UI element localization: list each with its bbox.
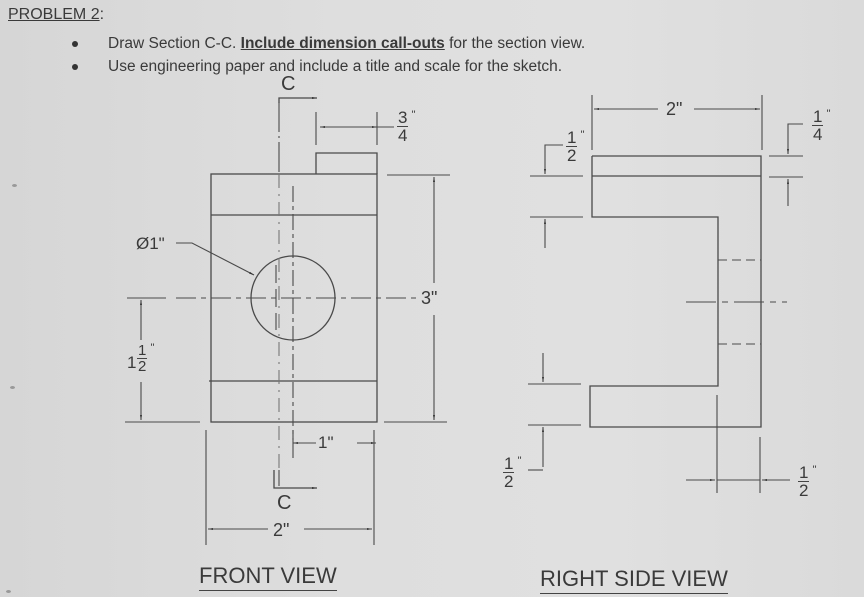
fraction-numerator: 3 <box>397 108 409 127</box>
scan-mark <box>10 386 15 389</box>
dim-hole-height-whole: 1 <box>127 353 137 372</box>
fraction-numerator: 1 <box>137 342 148 359</box>
fraction-denominator: 4 <box>813 125 823 144</box>
dim-tab-height-label: 1 4 " <box>812 107 830 144</box>
instruction-text: for the section view. <box>444 35 586 52</box>
instruction-list: Draw Section C-C. Include dimension call… <box>70 32 585 78</box>
fraction-denominator: 2 <box>138 358 147 375</box>
instruction-item-1: Draw Section C-C. Include dimension call… <box>70 32 585 55</box>
fraction-numerator: 1 <box>503 454 515 473</box>
problem-heading: PROBLEM 2: <box>8 6 104 24</box>
fraction-unit: " <box>812 464 817 476</box>
fraction-denominator: 4 <box>398 126 408 145</box>
front-view-title: FRONT VIEW <box>199 563 337 591</box>
dim-depth <box>591 95 763 150</box>
dim-width <box>205 430 375 545</box>
dim-top-flange <box>530 144 583 248</box>
scan-mark <box>6 590 11 593</box>
dim-top-flange-label: 1 2 " <box>566 128 584 165</box>
section-arrow-bottom <box>273 470 317 489</box>
fraction-unit: " <box>517 455 522 467</box>
problem-colon: : <box>99 6 105 23</box>
fraction-unit: " <box>150 342 155 354</box>
dim-height <box>384 174 450 423</box>
fraction-numerator: 1 <box>798 463 810 482</box>
fraction-numerator: 1 <box>566 128 578 147</box>
instruction-text: Use engineering paper and include a titl… <box>108 58 563 75</box>
fraction-denominator: 2 <box>567 146 577 165</box>
dim-hole-height <box>125 300 200 423</box>
side-view-hidden-lines <box>686 259 787 345</box>
section-label-top: C <box>281 73 296 95</box>
hole-diameter-callout: Ø1" <box>136 234 165 253</box>
fraction-denominator: 2 <box>504 472 514 491</box>
bullet-icon <box>72 41 78 47</box>
fraction-unit: " <box>826 108 831 120</box>
dim-bottom-flange-label: 1 2 " <box>503 454 521 491</box>
dim-tab-width <box>315 112 394 145</box>
dim-tab-height <box>769 123 803 206</box>
instruction-emphasis: Include dimension call-outs <box>240 35 445 52</box>
dim-width-label: 2" <box>273 520 290 540</box>
side-view-geometry <box>589 155 762 428</box>
fraction-numerator: 1 <box>812 107 824 126</box>
fraction-unit: " <box>580 129 585 141</box>
dim-web-thickness-label: 1 2 " <box>798 463 816 500</box>
section-arrow-top <box>278 97 317 103</box>
instruction-item-2: Use engineering paper and include a titl… <box>70 55 585 78</box>
fraction-denominator: 2 <box>799 481 809 500</box>
problem-label: PROBLEM 2 <box>8 6 100 23</box>
dim-hole-offset <box>292 430 376 458</box>
instruction-text: Draw Section C-C. <box>108 35 241 52</box>
scan-mark <box>12 184 17 187</box>
dim-tab-width-label: 3 4 " <box>397 108 415 145</box>
front-view-center-lines <box>127 102 420 486</box>
dim-bottom-flange <box>528 353 581 471</box>
dim-hole-offset-label: 1" <box>318 433 334 452</box>
dim-height-label: 3" <box>421 288 438 308</box>
fraction-unit: " <box>411 109 416 121</box>
right-side-view-title: RIGHT SIDE VIEW <box>540 566 728 594</box>
dim-hole-height-label: 1 2 " <box>137 342 154 375</box>
bullet-icon <box>72 64 78 70</box>
section-label-bottom: C <box>277 492 292 514</box>
dim-depth-label: 2" <box>666 99 683 119</box>
hole-leader <box>176 242 255 276</box>
dim-web-thickness <box>686 395 790 493</box>
